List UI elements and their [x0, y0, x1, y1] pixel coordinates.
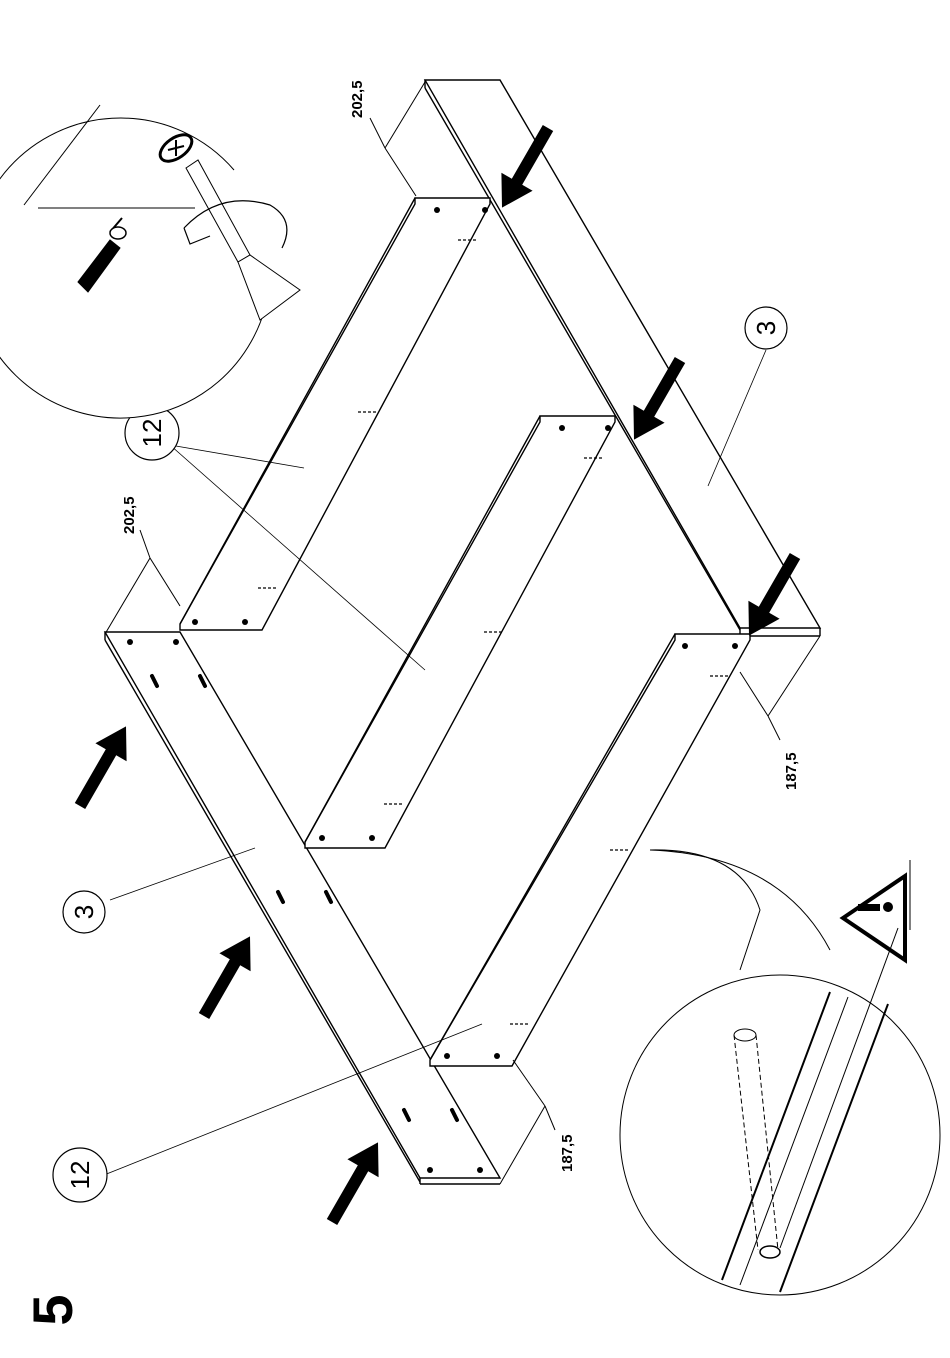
step-number: 5: [21, 1294, 84, 1325]
warning-icon: [843, 860, 910, 960]
dimension-top-right: 202,5: [349, 80, 366, 118]
dimension-bottom-right: 187,5: [783, 752, 800, 790]
part-label-shelf-lower: 12: [65, 1161, 95, 1190]
dimension-bottom-left: 187,5: [559, 1134, 576, 1172]
screwdriver-detail-icon: [0, 105, 300, 418]
part-label-shelf-upper: 12: [137, 419, 167, 448]
shelf-middle: [305, 416, 615, 848]
part-label-side-top: 3: [751, 321, 781, 335]
dimension-top-left: 202,5: [121, 496, 138, 534]
part-label-side-bottom: 3: [69, 905, 99, 919]
